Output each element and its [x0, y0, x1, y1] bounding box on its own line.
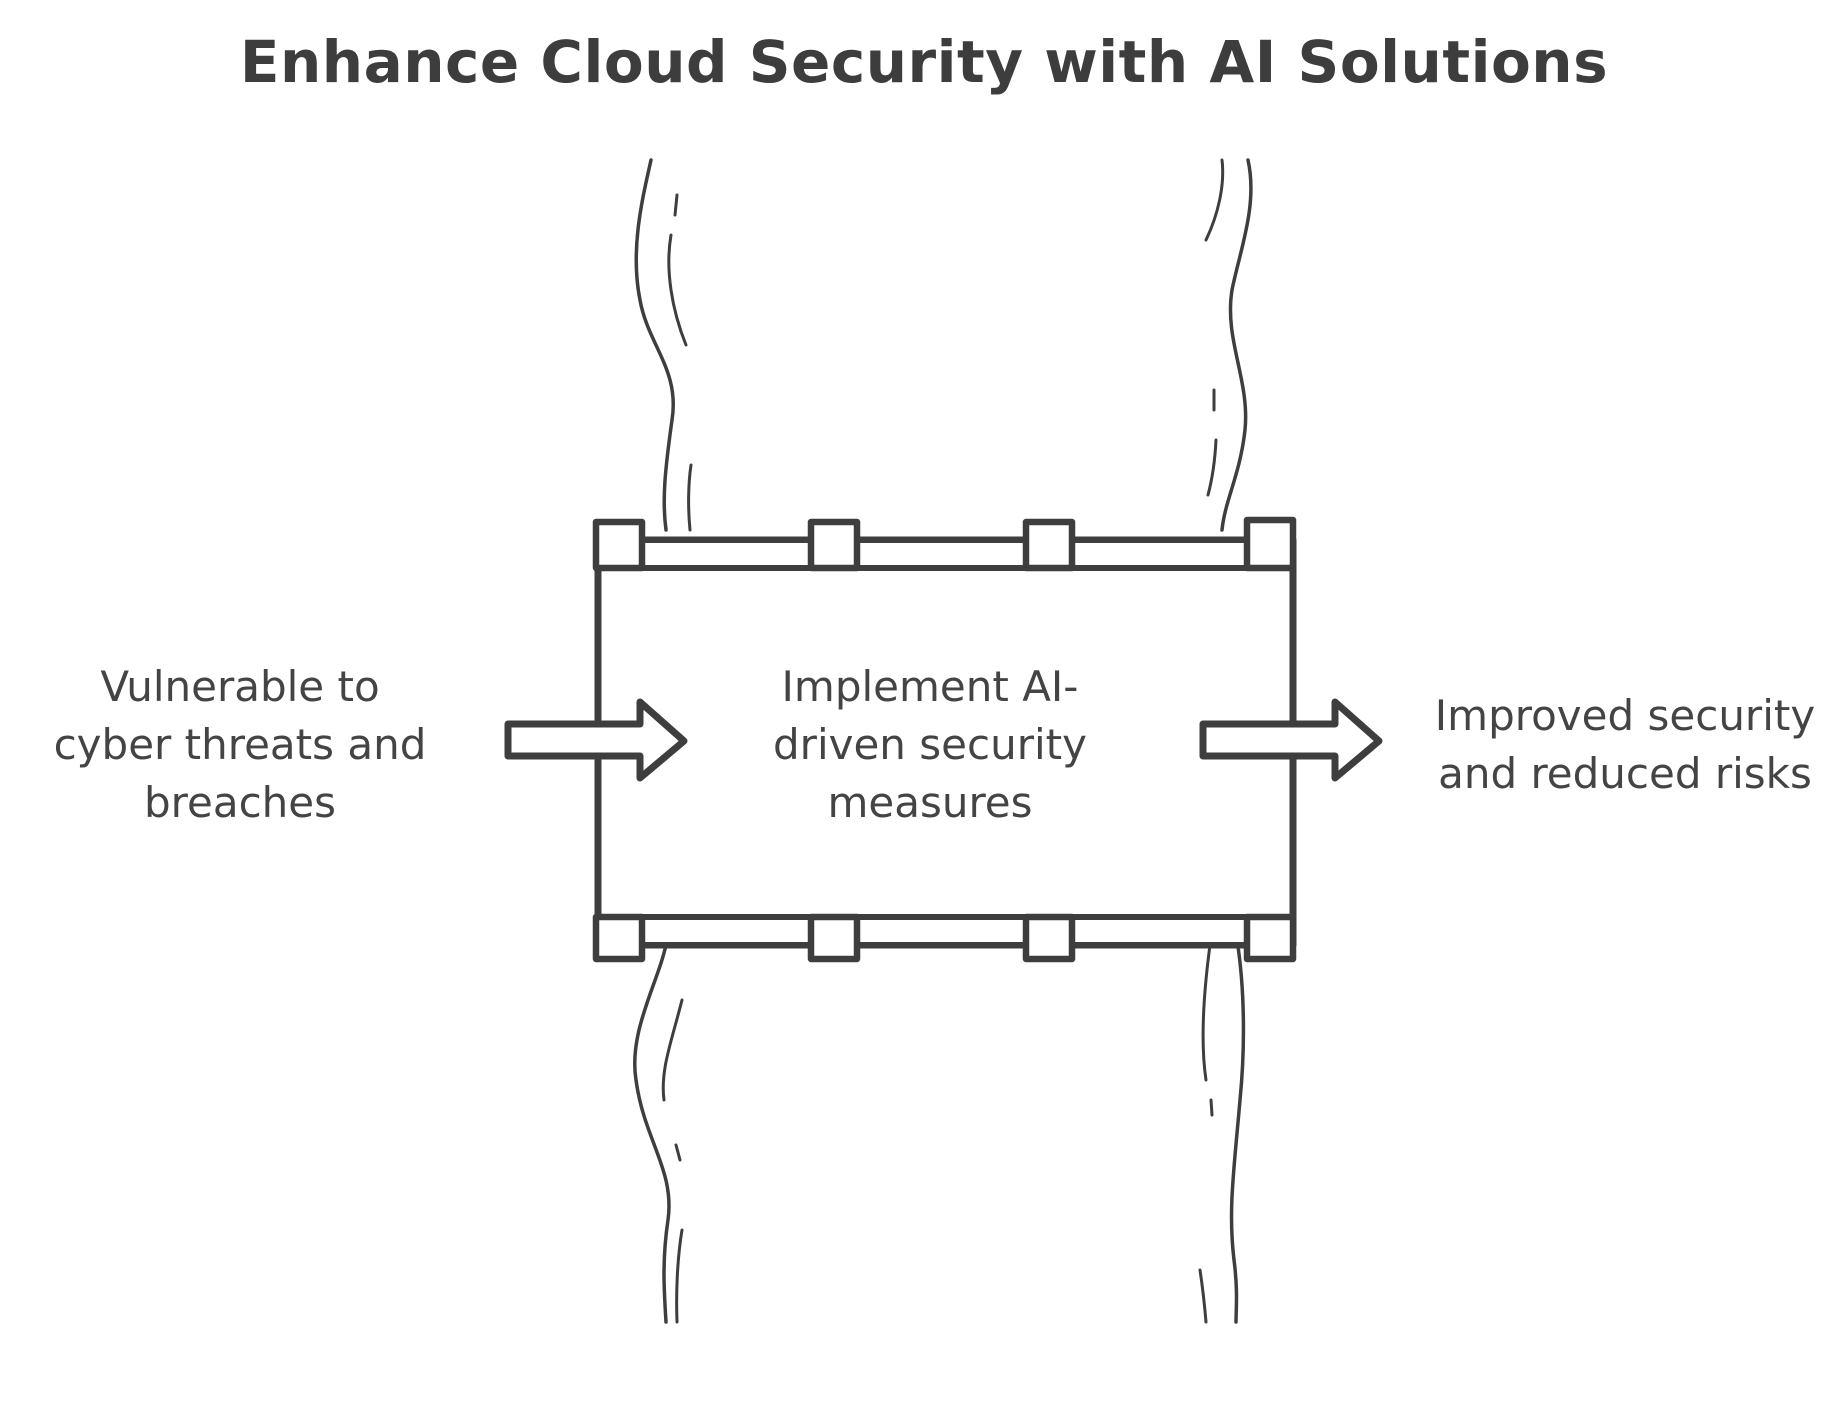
bottom-rail [595, 914, 1296, 948]
output-label: Improved security and reduced risks [1405, 687, 1845, 803]
process-label: Implement AI- driven security measures [720, 658, 1140, 832]
pipe-top-right [1204, 158, 1253, 532]
pipe-top-left [634, 158, 693, 532]
pipe-bottom-left [633, 938, 684, 1324]
top-clips [592, 516, 1297, 572]
output-arrow-icon [1199, 698, 1383, 782]
input-arrow-icon [504, 698, 688, 782]
diagram-title: Enhance Cloud Security with AI Solutions [239, 28, 1609, 96]
process-label-line: Implement AI- [781, 662, 1079, 711]
top-rail [595, 537, 1296, 571]
pipe-bottom-right [1198, 938, 1246, 1324]
process-label-line: measures [827, 778, 1033, 827]
process-label-line: driven security [773, 720, 1087, 769]
input-label-line: cyber threats and [53, 720, 427, 769]
output-label-line: Improved security [1434, 691, 1816, 740]
output-label-line: and reduced risks [1438, 749, 1812, 798]
input-label-line: breaches [143, 778, 336, 827]
input-label-line: Vulnerable to [100, 662, 380, 711]
bottom-clips [592, 913, 1297, 963]
input-label: Vulnerable to cyber threats and breaches [20, 658, 460, 832]
